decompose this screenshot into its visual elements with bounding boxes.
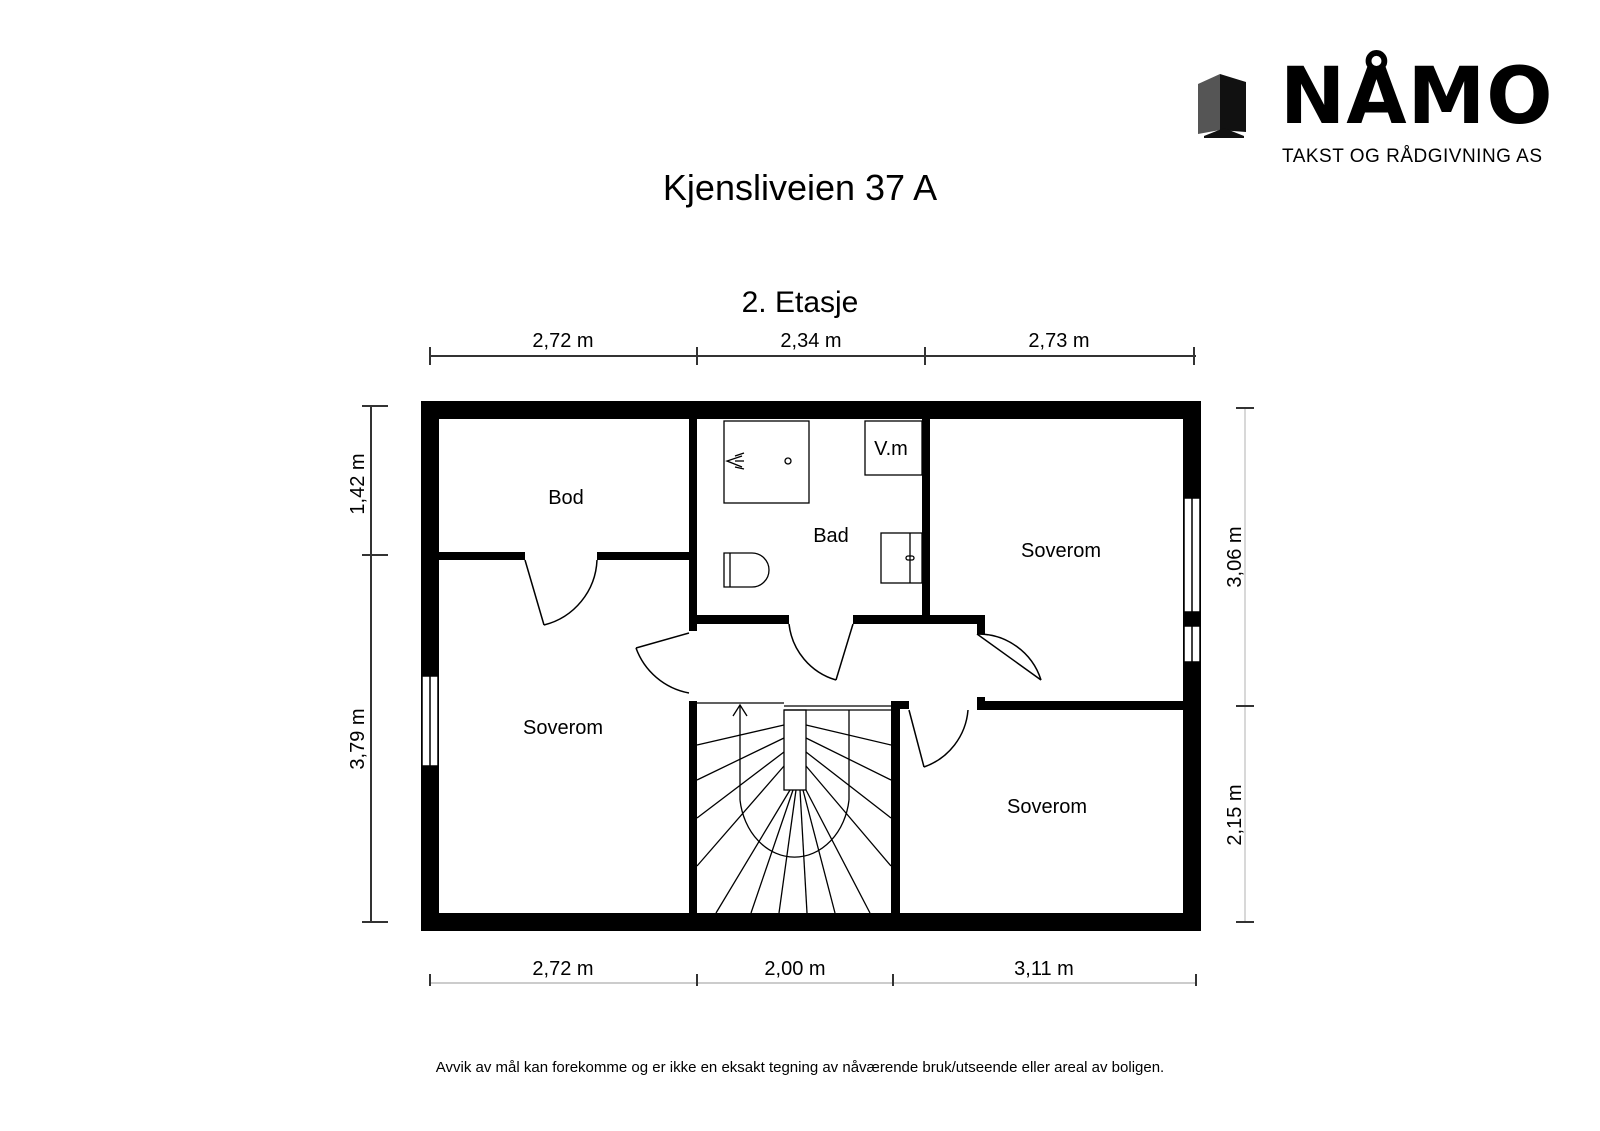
logo-wordmark: NÅMO <box>1280 52 1554 142</box>
room-label-bad: Bad <box>813 525 849 547</box>
floor-title: 2. Etasje <box>741 286 859 319</box>
doors <box>524 559 1042 768</box>
sink <box>880 532 923 584</box>
house-cube-icon <box>1198 74 1246 138</box>
room-label-vm: V.m <box>874 438 908 460</box>
dim-left-2: 3,79 m <box>347 708 369 769</box>
interior-walls <box>439 419 1183 913</box>
dim-top-1: 2,72 m <box>532 330 593 352</box>
room-label-soverom-right-bottom: Soverom <box>1007 796 1087 818</box>
staircase <box>696 702 892 914</box>
dim-left-1: 1,42 m <box>347 453 369 514</box>
dim-top-3: 2,73 m <box>1028 330 1089 352</box>
dim-bottom-1: 2,72 m <box>532 958 593 980</box>
logo-tagline: TAKST OG RÅDGIVNING AS <box>1282 146 1543 167</box>
company-logo: NÅMO TAKST OG RÅDGIVNING AS <box>1198 58 1553 174</box>
room-label-soverom-left: Soverom <box>523 717 603 739</box>
window-left <box>421 675 439 767</box>
dim-top-2: 2,34 m <box>780 330 841 352</box>
page-title: Kjensliveien 37 A <box>662 167 938 208</box>
dim-right-2: 2,15 m <box>1224 784 1246 845</box>
toilet <box>723 552 770 588</box>
room-label-soverom-right-top: Soverom <box>1021 540 1101 562</box>
disclaimer-text: Avvik av mål kan forekomme og er ikke en… <box>435 1059 1165 1076</box>
dim-right-1: 3,06 m <box>1224 526 1246 587</box>
dimension-left <box>362 405 388 923</box>
window-right <box>1183 497 1201 663</box>
shower <box>723 420 810 504</box>
dimension-top <box>429 347 1196 365</box>
room-label-bod: Bod <box>548 487 584 509</box>
dim-bottom-3: 3,11 m <box>1014 958 1074 980</box>
washing-machine-box <box>864 420 923 476</box>
dim-bottom-2: 2,00 m <box>764 958 825 980</box>
